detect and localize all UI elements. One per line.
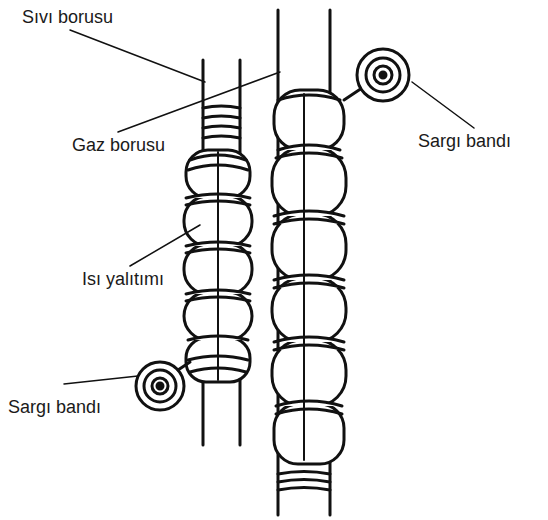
leader-line [118,72,280,132]
part-label: Sıvı borusu [22,8,113,28]
leader-line [130,225,200,266]
liquid-insulation [184,150,252,382]
gas-insulation [272,90,346,464]
leader-lines [64,30,474,384]
leader-line [70,30,205,82]
part-label: Sargı bandı [8,398,101,418]
part-label: Gaz borusu [72,136,165,156]
leader-line [64,376,138,384]
part-label: Sargı bandı [418,132,511,152]
part-label: Isı yalıtımı [82,270,164,290]
liquid-pipe-tape [203,106,240,138]
leader-line [412,82,474,128]
gas-pipe-tape [278,472,330,491]
tape-roll [344,49,409,101]
tape-roll [136,362,190,410]
